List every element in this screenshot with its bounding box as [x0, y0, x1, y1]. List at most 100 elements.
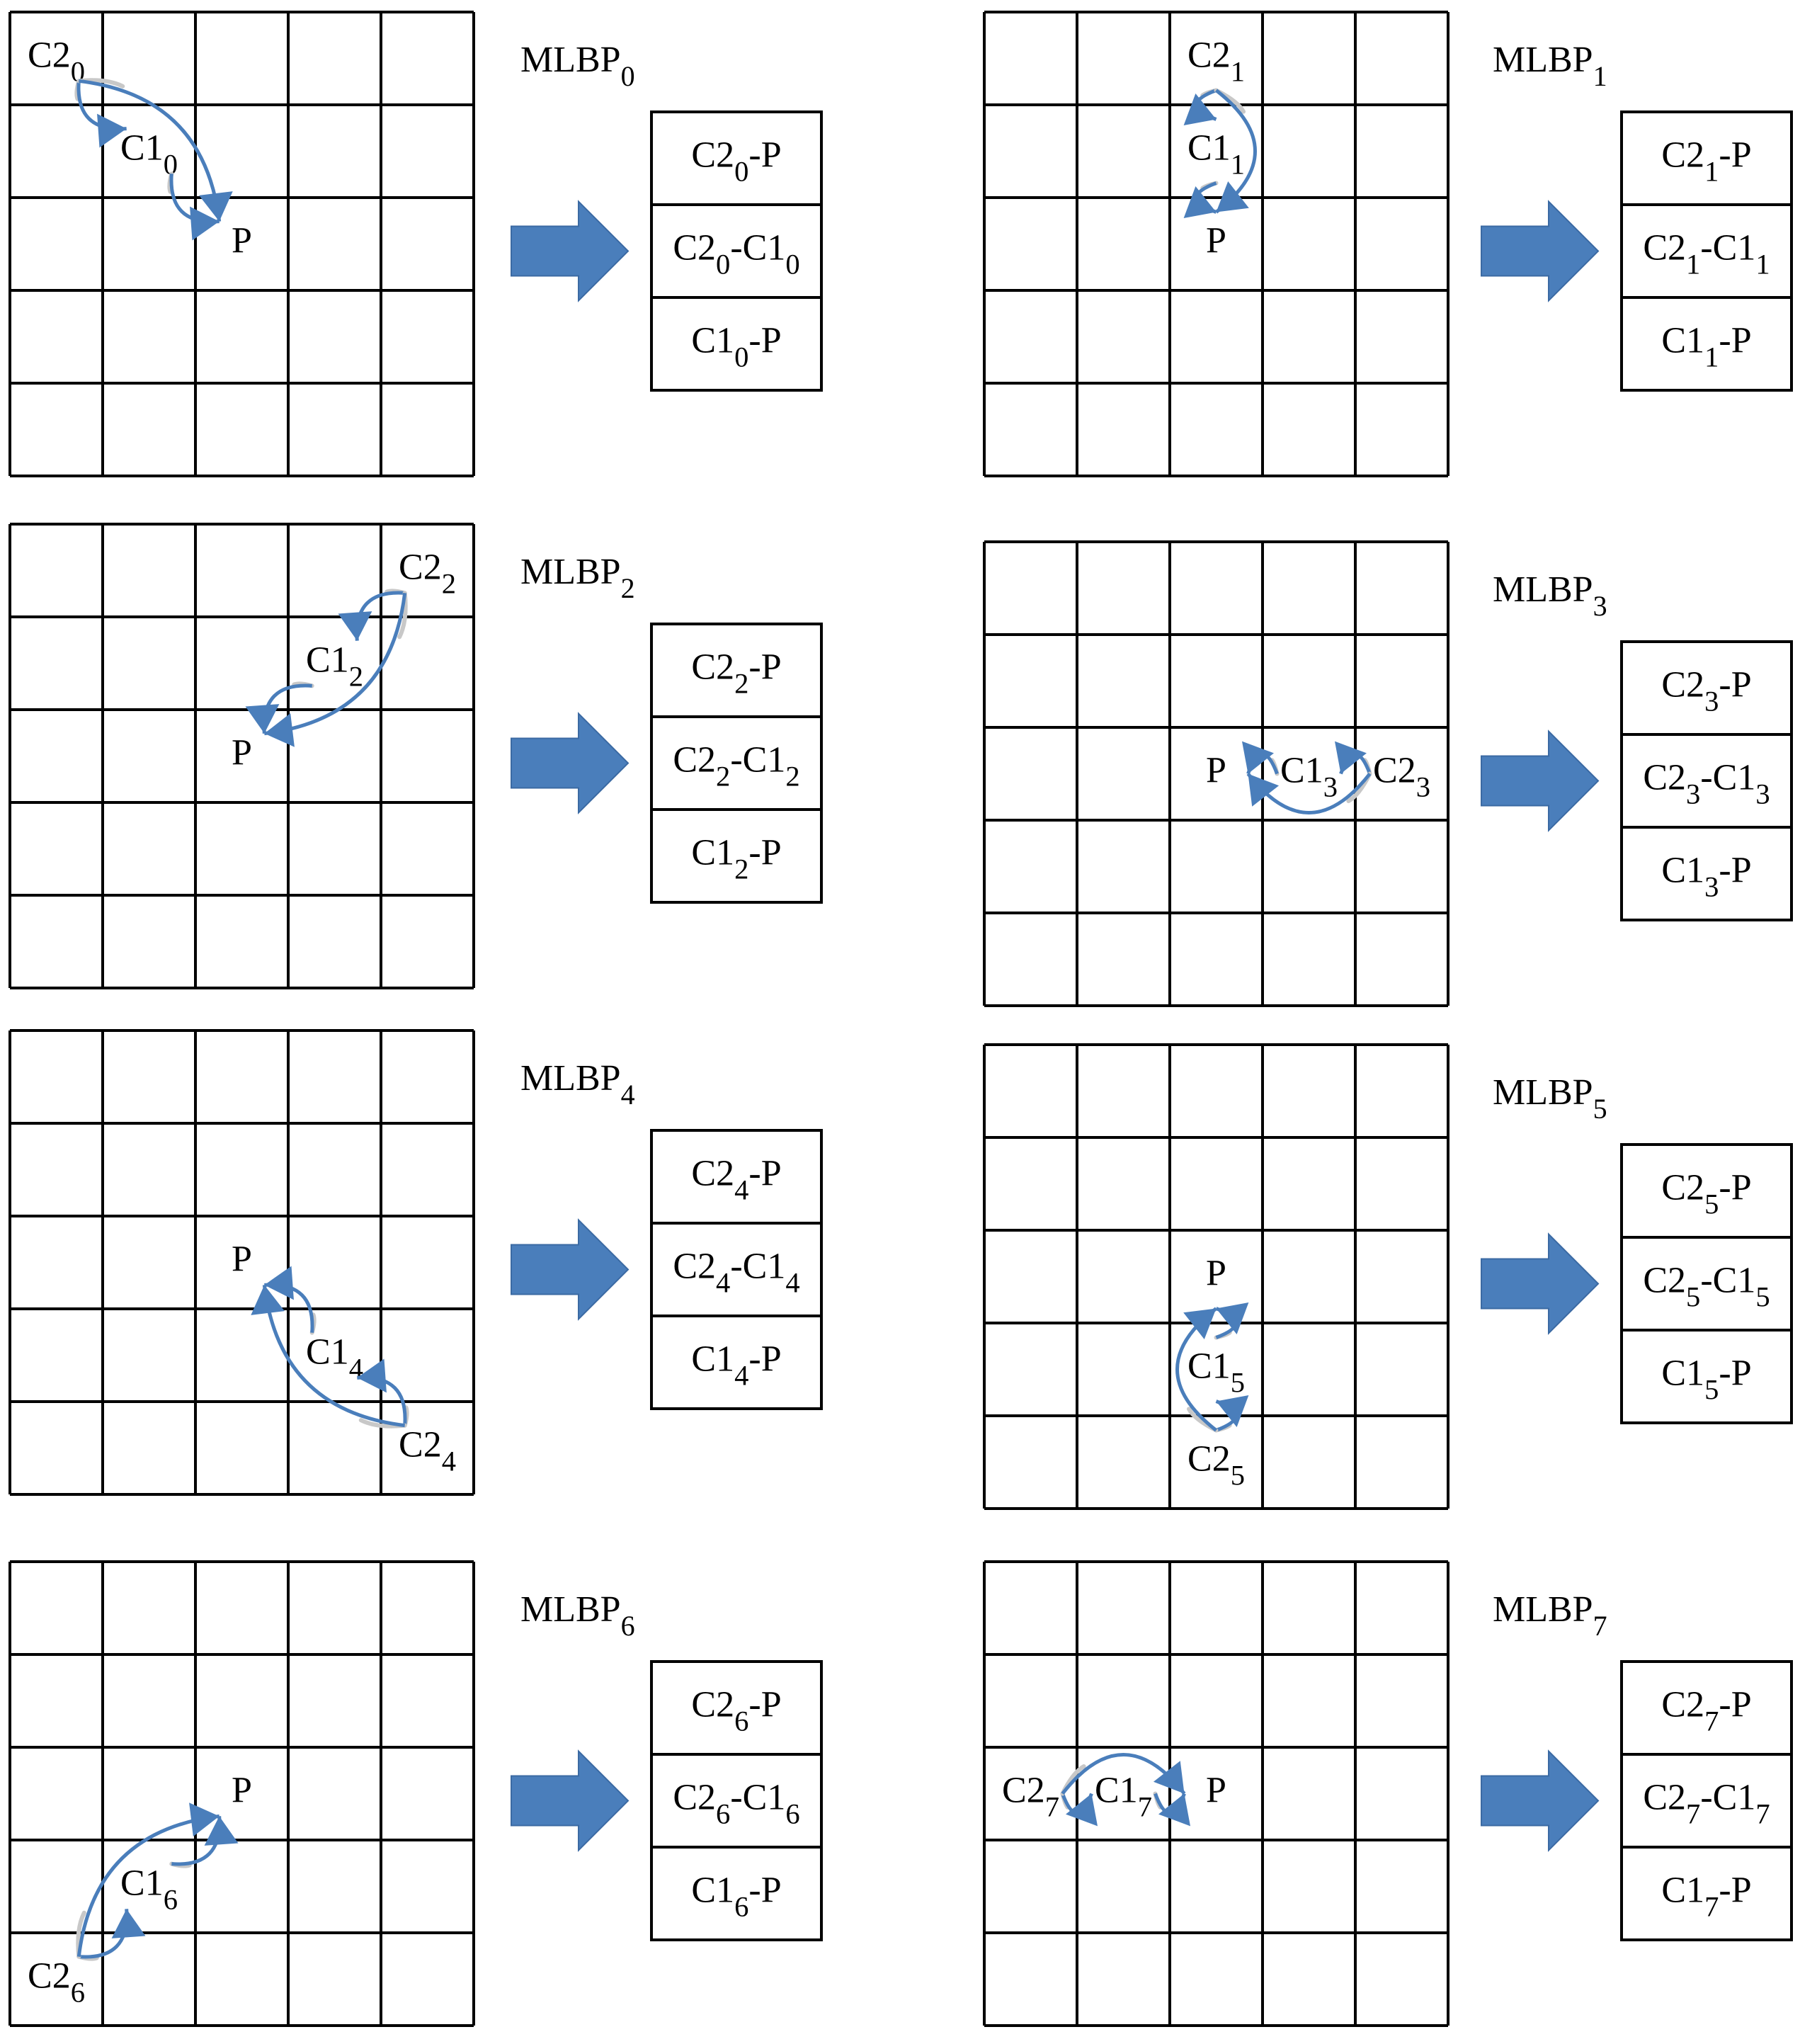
- cell-label: C24: [399, 1424, 456, 1477]
- panel-title: MLBP0: [520, 40, 635, 92]
- panel-title-main: MLBP: [520, 1058, 621, 1098]
- arrow-c2-c1-head: [357, 1358, 387, 1393]
- cell-label-main: P: [232, 732, 252, 773]
- cell-label-main: C2: [399, 1424, 442, 1465]
- pair-label-part: C1: [743, 739, 786, 780]
- panel-title-main: MLBP: [520, 552, 621, 592]
- pair-label-part: 3: [1686, 778, 1700, 810]
- pair-label-part: 6: [734, 1705, 748, 1737]
- neighborhood-grid: [983, 1560, 1449, 2027]
- cell-label-main: C1: [120, 127, 164, 168]
- pair-label-part: P: [761, 1684, 782, 1725]
- cell-label-main: C1: [1095, 1770, 1138, 1810]
- pair-label-part: 0: [785, 248, 799, 280]
- pair-label-part: C2: [673, 739, 716, 780]
- cell-label-sub: 3: [1416, 771, 1430, 802]
- cell-label-sub: 5: [1231, 1459, 1245, 1491]
- panel-title: MLBP7: [1493, 1589, 1607, 1642]
- panel-title-sub: 4: [621, 1079, 635, 1111]
- pair-table-cell: [1620, 296, 1793, 392]
- arrow-c2-p-head: [1216, 181, 1249, 212]
- pair-label-part: 0: [734, 341, 748, 373]
- neighborhood-grid: [8, 523, 475, 989]
- arrow-c2-p-line: [262, 1285, 405, 1428]
- pair-label-part: 0: [716, 248, 730, 280]
- arrow-c2-c1-head: [1183, 93, 1217, 126]
- cell-label-main: C2: [1002, 1770, 1045, 1810]
- pair-label-part: C1: [1661, 1353, 1704, 1393]
- pair-label-part: P: [761, 832, 782, 873]
- pair-label-part: -: [730, 1246, 742, 1286]
- panel-title-sub: 6: [621, 1610, 635, 1642]
- arrow-c1-p-head: [1216, 1302, 1249, 1334]
- cell-label-sub: 1: [1231, 55, 1245, 87]
- arrow-c1-p-head: [204, 1816, 239, 1846]
- panel-title: MLBP3: [1493, 569, 1607, 622]
- arrow-c2-c1-head: [338, 611, 372, 641]
- cell-label-main: P: [232, 1239, 252, 1279]
- pair-table-cell: [650, 1660, 823, 1756]
- pair-label-part: C1: [1713, 1777, 1756, 1817]
- panel-title-main: MLBP: [1493, 1589, 1593, 1630]
- cell-label: C15: [1187, 1346, 1245, 1398]
- cell-label-main: P: [1206, 1253, 1226, 1293]
- pair-label-part: C1: [1661, 850, 1704, 890]
- cell-label-main: C2: [1187, 1438, 1231, 1479]
- pair-label-part: 7: [1755, 1798, 1770, 1829]
- pair-label-part: C1: [743, 1246, 786, 1286]
- pair-label-part: -: [1700, 227, 1712, 268]
- pair-label-part: P: [1731, 1684, 1752, 1725]
- cell-label-main: C2: [28, 35, 71, 75]
- cell-label-sub: 7: [1045, 1790, 1059, 1822]
- pair-label-part: -: [748, 1870, 761, 1910]
- transform-arrow: [511, 200, 630, 302]
- arrow-c2-c1-head: [1334, 741, 1367, 774]
- cell-label-main: P: [1206, 220, 1226, 261]
- cell-label-main: C2: [1187, 35, 1231, 75]
- pair-label-part: P: [1731, 1353, 1752, 1393]
- pair-label-part: C2: [673, 1246, 716, 1286]
- pair-label-part: 7: [1704, 1890, 1719, 1922]
- cell-label-sub: 7: [1138, 1790, 1152, 1822]
- arrow-c1-p-head: [190, 206, 220, 241]
- pair-label-part: 2: [716, 760, 730, 792]
- pair-table-cell: [650, 1315, 823, 1410]
- pair-label: C27-C17: [1643, 1777, 1770, 1829]
- pair-label-part: -: [748, 135, 761, 175]
- flow-arrows: [1175, 1302, 1249, 1433]
- cell-label: P: [232, 1770, 252, 1810]
- panel-title-sub: 3: [1593, 590, 1607, 622]
- pair-label-part: 3: [1755, 778, 1770, 810]
- pair-label-part: C2: [1643, 227, 1686, 268]
- transform-arrow: [511, 712, 630, 814]
- cell-label-main: P: [232, 1770, 252, 1810]
- pair-label-part: -: [1719, 1870, 1731, 1910]
- pair-label-part: 1: [1686, 248, 1700, 280]
- pair-label-part: C2: [673, 227, 716, 268]
- arrow-c1-p-head: [245, 704, 280, 734]
- cell-label: C21: [1187, 35, 1245, 87]
- pair-table-cell: [650, 203, 823, 299]
- pair-label-part: P: [1731, 850, 1752, 890]
- arrow-c2-c1-head: [111, 1909, 146, 1938]
- neighborhood-grid: [983, 540, 1449, 1007]
- transform-arrow: [1481, 1749, 1600, 1852]
- arrow-c2-c1-head: [1066, 1793, 1098, 1827]
- flow-arrows: [1060, 1753, 1191, 1827]
- pair-label-part: C2: [691, 647, 734, 687]
- neighborhood-grid: [8, 11, 475, 477]
- pair-label-part: P: [761, 1153, 782, 1193]
- cell-label-main: C2: [28, 1955, 71, 1996]
- pair-label-part: C2: [1643, 757, 1686, 797]
- pair-label-part: C2: [1661, 135, 1704, 175]
- pair-label-part: C2: [691, 1684, 734, 1725]
- pair-label-part: -: [1719, 135, 1731, 175]
- cell-label-sub: 2: [349, 660, 363, 692]
- panel-title: MLBP5: [1493, 1072, 1607, 1125]
- cell-label: C23: [1373, 750, 1430, 802]
- neighborhood-grid: [8, 1560, 475, 2027]
- pair-label: C14-P: [691, 1339, 781, 1391]
